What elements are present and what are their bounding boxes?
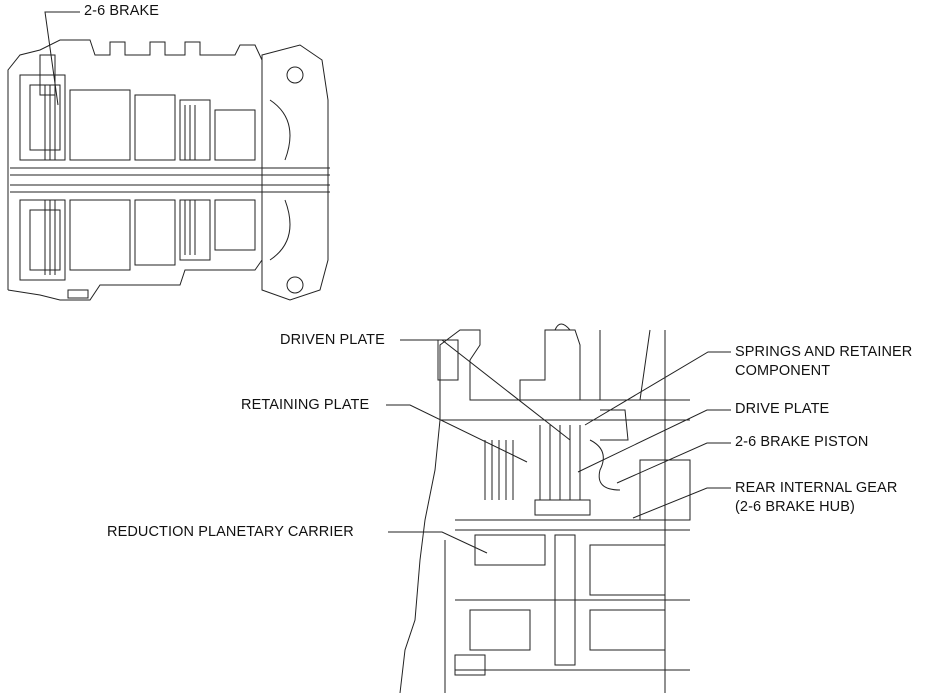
label-2-6-brake-piston: 2-6 BRAKE PISTON [735,434,869,450]
leader-lines [44,11,731,554]
label-line: (2-6 BRAKE HUB) [735,499,855,515]
label-2-6-brake: 2-6 BRAKE [84,3,160,19]
label-line: SPRINGS AND RETAINER [735,344,913,360]
label-line: COMPONENT [735,363,831,379]
label-drive-plate: DRIVE PLATE [735,401,830,417]
label-springs-and-retainer: SPRINGS AND RETAINER COMPONENT [735,343,912,381]
label-driven-plate: DRIVEN PLATE [280,332,385,348]
label-retaining-plate: RETAINING PLATE [241,397,370,413]
label-line: REAR INTERNAL GEAR [735,480,898,496]
label-reduction-planetary-carrier: REDUCTION PLANETARY CARRIER [107,524,354,540]
label-rear-internal-gear: REAR INTERNAL GEAR (2-6 BRAKE HUB) [735,479,897,517]
overview-housing [7,39,330,301]
detail-brake-drawing [399,323,691,693]
